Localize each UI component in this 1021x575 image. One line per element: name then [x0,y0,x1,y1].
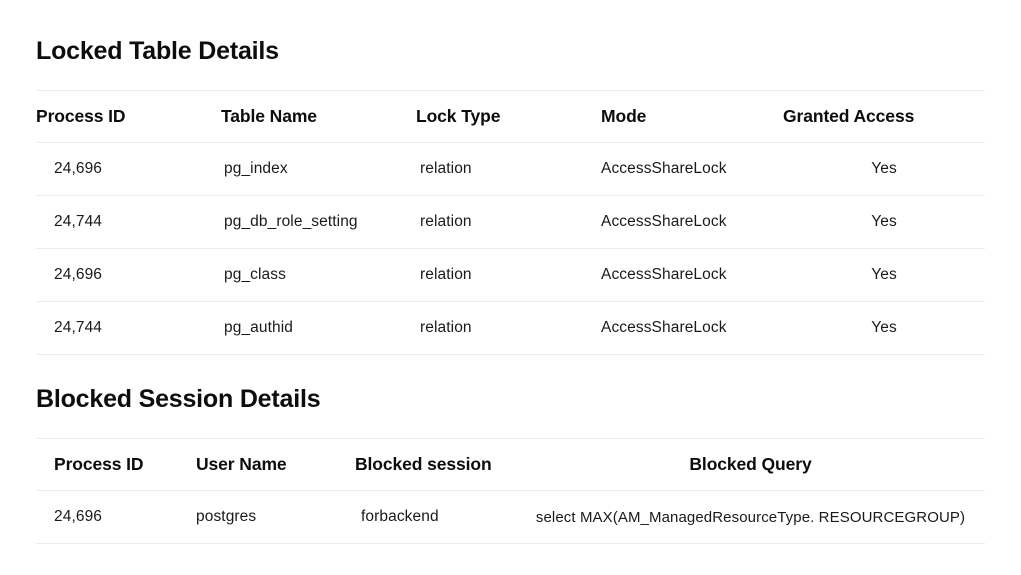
table-row: 24,696 pg_class relation AccessShareLock… [36,248,985,302]
blocked-session-section-title: Blocked Session Details [36,385,321,413]
cell-process-id: 24,696 [36,142,221,196]
cell-lock-type: relation [416,301,601,355]
cell-blocked-query: select MAX(AM_ManagedResourceType. RESOU… [516,490,985,544]
table-row: 24,744 pg_authid relation AccessShareLoc… [36,301,985,355]
cell-lock-type: relation [416,248,601,302]
column-header-granted-access[interactable]: Granted Access [783,90,985,143]
column-header-table-name[interactable]: Table Name [221,90,416,143]
cell-blocked-session: forbackend [355,490,516,544]
cell-granted-access: Yes [783,195,985,249]
locked-table-details-table: Process ID Table Name Lock Type Mode Gra… [36,90,985,355]
table-header-row: Process ID Table Name Lock Type Mode Gra… [36,90,985,143]
cell-table-name: pg_index [221,142,416,196]
cell-process-id: 24,696 [36,490,196,544]
column-header-blocked-session[interactable]: Blocked session [355,438,516,491]
column-header-process-id[interactable]: Process ID [36,90,221,143]
column-header-user-name[interactable]: User Name [196,438,355,491]
table-header-row: Process ID User Name Blocked session Blo… [36,438,985,491]
table-row: 24,696 pg_index relation AccessShareLock… [36,142,985,196]
cell-lock-type: relation [416,142,601,196]
cell-mode: AccessShareLock [601,301,783,355]
cell-mode: AccessShareLock [601,142,783,196]
column-header-lock-type[interactable]: Lock Type [416,90,601,143]
cell-mode: AccessShareLock [601,248,783,302]
locked-table-section-title: Locked Table Details [36,37,279,65]
cell-process-id: 24,696 [36,248,221,302]
cell-table-name: pg_class [221,248,416,302]
blocked-session-details-table: Process ID User Name Blocked session Blo… [36,438,985,544]
column-header-process-id[interactable]: Process ID [36,438,196,491]
cell-process-id: 24,744 [36,195,221,249]
cell-lock-type: relation [416,195,601,249]
cell-process-id: 24,744 [36,301,221,355]
table-row: 24,744 pg_db_role_setting relation Acces… [36,195,985,249]
cell-granted-access: Yes [783,248,985,302]
cell-granted-access: Yes [783,142,985,196]
cell-table-name: pg_authid [221,301,416,355]
column-header-mode[interactable]: Mode [601,90,783,143]
cell-mode: AccessShareLock [601,195,783,249]
cell-table-name: pg_db_role_setting [221,195,416,249]
cell-granted-access: Yes [783,301,985,355]
table-row: 24,696 postgres forbackend select MAX(AM… [36,490,985,544]
cell-user-name: postgres [196,490,355,544]
column-header-blocked-query[interactable]: Blocked Query [516,438,985,491]
